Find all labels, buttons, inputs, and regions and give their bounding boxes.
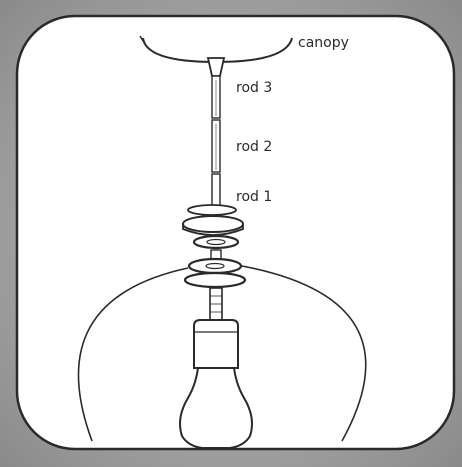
label-rod-3: rod 3 — [236, 80, 272, 96]
shade-cap-ring — [189, 259, 241, 273]
upper-washer — [188, 205, 236, 215]
label-canopy: canopy — [298, 35, 349, 51]
small-ring — [194, 236, 238, 248]
label-rod-2: rod 2 — [236, 139, 272, 155]
large-disc-top — [183, 216, 243, 232]
bottom-disc — [185, 273, 245, 287]
rod-1-shape — [212, 174, 220, 208]
lamp-socket — [194, 320, 238, 368]
threaded-rod — [210, 288, 222, 322]
label-rod-1: rod 1 — [236, 189, 272, 205]
